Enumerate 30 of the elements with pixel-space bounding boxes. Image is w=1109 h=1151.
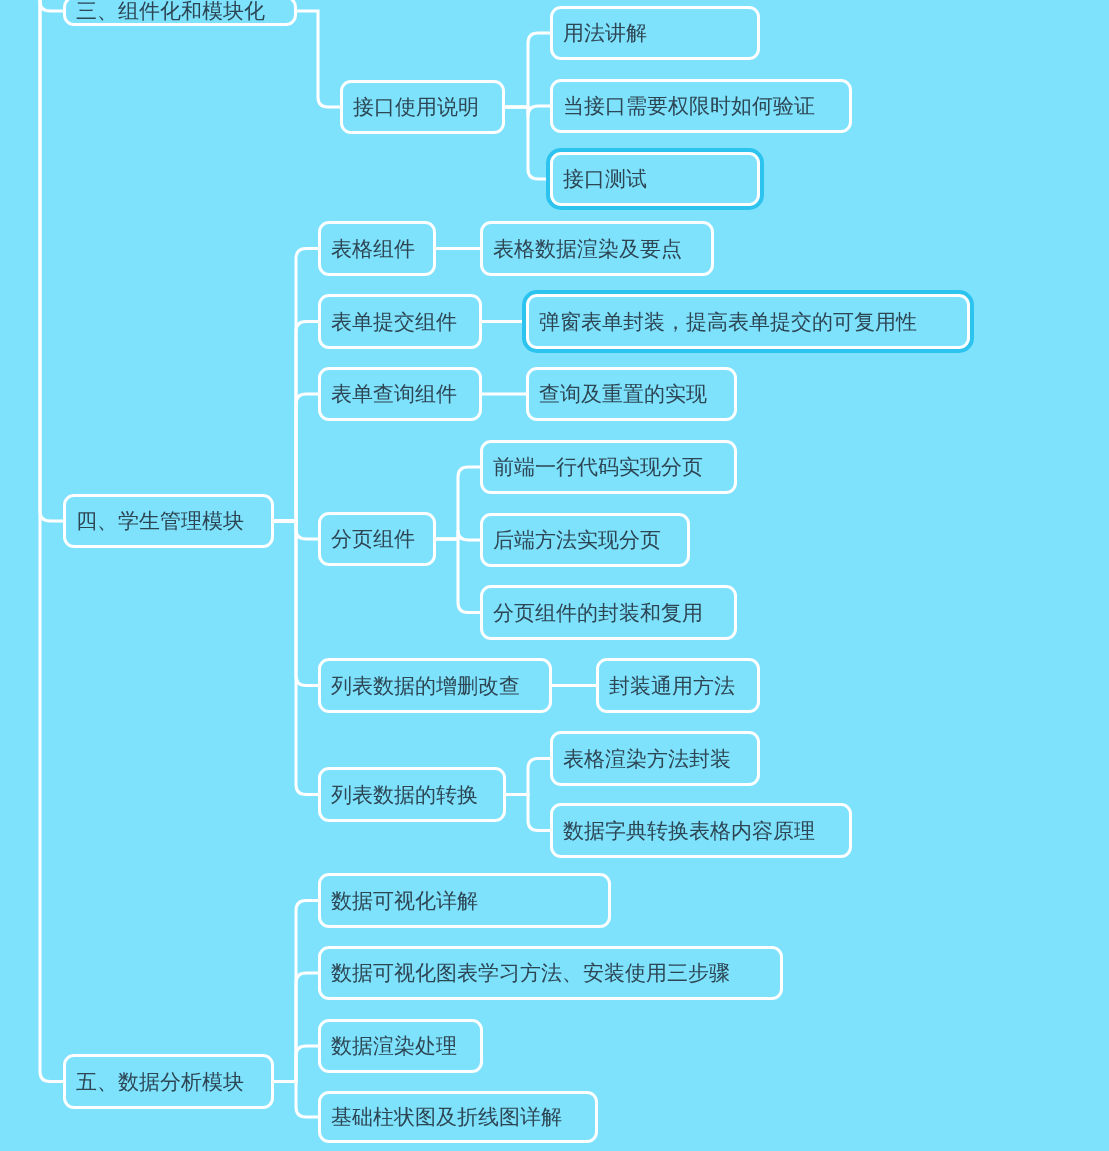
topic-box: 表格数据渲染及要点 [480, 221, 714, 276]
topic-box: 分页组件 [318, 512, 436, 566]
topic-box: 数据字典转换表格内容原理 [550, 803, 852, 858]
branch-line [436, 537, 480, 614]
topic-box: 后端方法实现分页 [480, 513, 690, 567]
topic-box: 用法讲解 [550, 6, 760, 60]
topic-box: 接口使用说明 [340, 80, 505, 134]
topic-box: 数据渲染处理 [318, 1019, 483, 1073]
topic-box: 列表数据的转换 [318, 767, 506, 822]
topic-box: 表格渲染方法封装 [550, 731, 760, 786]
topic-box: 表单提交组件 [318, 294, 482, 349]
branch-line [506, 793, 550, 832]
topic-box: 四、学生管理模块 [63, 494, 274, 548]
topic-box: 查询及重置的实现 [526, 367, 737, 421]
topic-box: 表格组件 [318, 221, 436, 276]
topic-box: 三、组件化和模块化 [63, 0, 297, 26]
topic-box: 数据可视化详解 [318, 873, 611, 928]
topic-box: 分页组件的封装和复用 [480, 585, 737, 640]
topic-box: 前端一行代码实现分页 [480, 440, 737, 494]
topic-box: 数据可视化图表学习方法、安装使用三步骤 [318, 946, 783, 1000]
branch-line [482, 392, 526, 396]
topic-box: 基础柱状图及折线图详解 [318, 1091, 598, 1143]
branch-line [38, 0, 63, 1083]
branch-line [436, 247, 480, 250]
topic-box: 列表数据的增删改查 [318, 658, 552, 713]
topic-box: 五、数据分析模块 [63, 1054, 274, 1109]
topic-box: 表单查询组件 [318, 367, 482, 421]
branch-line [552, 684, 596, 687]
topic-box: 当接口需要权限时如何验证 [550, 79, 852, 133]
topic-box: 封装通用方法 [596, 658, 760, 713]
